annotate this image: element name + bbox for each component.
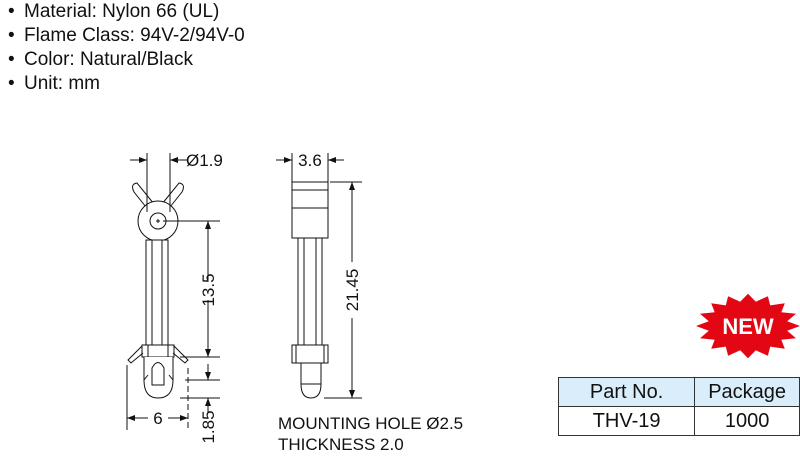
dim-total-length: 21.45 bbox=[343, 269, 362, 312]
spec-flame-class: •Flame Class: 94V-2/94V-0 bbox=[8, 25, 245, 46]
front-view bbox=[127, 182, 189, 399]
table-row: THV-19 1000 bbox=[557, 406, 800, 436]
dim-tip: 1.85 bbox=[199, 410, 218, 443]
note-mounting-hole: MOUNTING HOLE Ø2.5 bbox=[278, 414, 463, 433]
new-badge-text: NEW bbox=[722, 314, 774, 339]
part-table: Part No. Package THV-19 1000 bbox=[557, 377, 800, 436]
side-view bbox=[291, 181, 329, 399]
dim-width: 6 bbox=[153, 409, 162, 428]
front-dimensions bbox=[126, 153, 220, 430]
header-part-no: Part No. bbox=[557, 377, 696, 407]
note-thickness: THICKNESS 2.0 bbox=[278, 435, 404, 454]
spec-list: •Material: Nylon 66 (UL) •Flame Class: 9… bbox=[8, 0, 245, 96]
cell-package: 1000 bbox=[694, 406, 800, 436]
spec-color: •Color: Natural/Black bbox=[8, 49, 193, 70]
side-dimensions bbox=[276, 153, 362, 399]
table-header-row: Part No. Package bbox=[557, 377, 800, 407]
dim-clip-diameter: Ø1.9 bbox=[186, 151, 223, 170]
dim-13-5: 13.5 bbox=[199, 273, 218, 306]
spec-material: •Material: Nylon 66 (UL) bbox=[8, 1, 220, 22]
spec-unit: •Unit: mm bbox=[8, 73, 100, 94]
starburst-icon bbox=[696, 293, 800, 359]
cell-part-no: THV-19 bbox=[557, 406, 696, 436]
header-package: Package bbox=[694, 377, 800, 407]
dim-side-width: 3.6 bbox=[298, 151, 322, 170]
new-badge: NEW bbox=[696, 293, 800, 359]
